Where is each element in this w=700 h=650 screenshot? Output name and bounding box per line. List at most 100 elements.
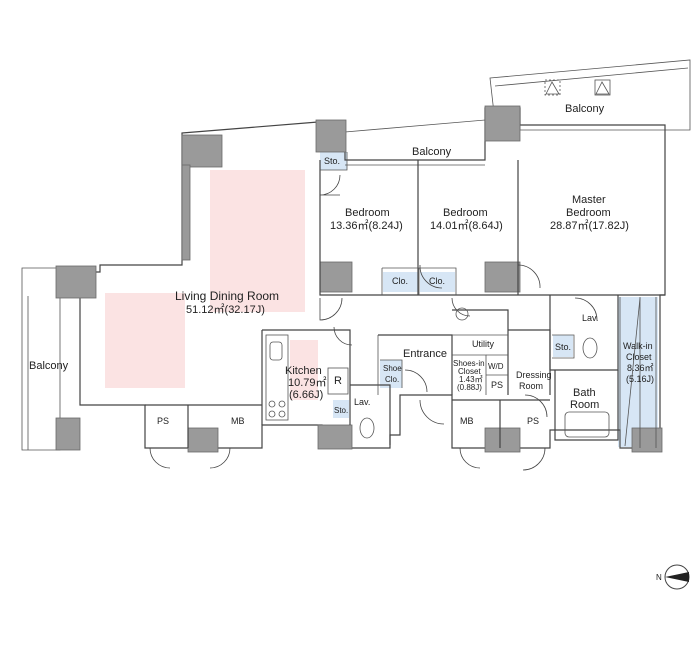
- stove-burner: [278, 400, 286, 408]
- clo1-label: Clo.: [392, 276, 408, 286]
- compass-label: N: [656, 573, 662, 582]
- ps-left-label: PS: [157, 416, 169, 426]
- kitchen-counter: [265, 334, 289, 421]
- door-swing: [319, 297, 343, 321]
- partition: [552, 334, 575, 359]
- balcony-top-right-label: Balcony: [565, 103, 605, 115]
- partition: [452, 309, 509, 395]
- column: [319, 261, 353, 293]
- skylight-triangle: [595, 81, 610, 95]
- door-swing: [404, 369, 428, 393]
- sto-kitchen-fill: [333, 400, 349, 418]
- column: [317, 424, 353, 450]
- bath-label-2: Room: [570, 399, 599, 411]
- master-bedroom-name-1: Master: [572, 194, 606, 206]
- stove-burner: [268, 400, 276, 408]
- partition: [320, 152, 348, 171]
- column: [484, 427, 521, 453]
- column: [315, 119, 347, 153]
- walkin-closet-fill: [618, 297, 658, 447]
- partition: [486, 354, 508, 376]
- shoe-clo-label-2: Clo.: [385, 375, 399, 384]
- living-dining-name: Living Dining Room: [175, 289, 279, 303]
- bedroom1-name: Bedroom: [345, 207, 390, 219]
- partition: [381, 267, 457, 295]
- door-swing: [419, 399, 445, 425]
- toilet: [582, 337, 598, 359]
- bedroom1-area: 13.36㎡(8.24J): [330, 219, 403, 232]
- column: [181, 134, 223, 168]
- walkin-label-4: (5.16J): [626, 374, 654, 384]
- balcony-left-label: Balcony: [29, 360, 69, 372]
- mb-left-label: MB: [231, 416, 245, 426]
- shoes-in-label-3: 1.43㎡: [459, 375, 483, 384]
- partition: [350, 384, 391, 445]
- dressing-label-1: Dressing: [516, 370, 552, 380]
- column: [631, 427, 663, 453]
- partition: [145, 404, 262, 448]
- living-highlight-upper: [210, 170, 305, 312]
- shoes-in-label-1: Shoes-in: [453, 359, 485, 368]
- bedroom2-name: Bedroom: [443, 207, 488, 219]
- entrance-label: Entrance: [403, 348, 447, 360]
- sto-kitchen-label: Sto.: [334, 406, 348, 415]
- shoe-clo-label-1: Shoe: [383, 364, 402, 373]
- door-swing: [333, 326, 353, 346]
- column: [484, 105, 521, 142]
- stove-burner: [268, 410, 276, 418]
- shoes-in-label-2: Closet: [458, 367, 481, 376]
- master-bedroom-area: 28.87㎡(17.82J): [550, 219, 629, 232]
- ps-center-label: PS: [491, 380, 503, 390]
- door-swing: [574, 297, 598, 321]
- clo2-label: Clo.: [429, 276, 445, 286]
- clo1-fill: [383, 272, 418, 292]
- shoes-in-label-4: (0.88J): [457, 383, 482, 392]
- fridge-label: R: [334, 375, 342, 387]
- compass: N: [656, 564, 690, 590]
- bath-label-1: Bath: [573, 387, 596, 399]
- column: [181, 164, 191, 261]
- walkin-label-3: 8.36㎡: [627, 363, 654, 373]
- walkin-label-2: Closet: [626, 352, 652, 362]
- door-swing: [419, 264, 443, 289]
- bathtub: [564, 411, 610, 438]
- door-swing: [459, 447, 546, 471]
- column: [484, 261, 521, 293]
- column: [55, 265, 97, 299]
- sto-bath-label: Sto.: [555, 342, 571, 352]
- dressing-label-2: Room: [519, 381, 543, 391]
- kitchen-area-2: (6.66J): [289, 389, 323, 401]
- partition: [554, 370, 619, 441]
- living-dining-area: 51.12㎡(32.17J): [186, 303, 265, 316]
- master-bedroom-name-2: Bedroom: [566, 207, 611, 219]
- sto-top-label: Sto.: [324, 156, 340, 166]
- skylight-marker: [544, 79, 561, 96]
- living-highlight-lower: [105, 293, 185, 388]
- kitchen-area-1: 10.79㎡: [288, 376, 327, 389]
- column: [55, 417, 81, 451]
- partition: [262, 329, 351, 425]
- door-swing: [517, 264, 541, 289]
- toilet: [359, 417, 375, 439]
- washer-icon: [455, 307, 469, 321]
- skylight-marker: [594, 79, 611, 96]
- ps-right-label: PS: [527, 416, 539, 426]
- compass-needle: [665, 572, 689, 582]
- column: [187, 427, 219, 453]
- partition: [549, 295, 619, 371]
- door-swing: [451, 297, 471, 317]
- clo2-fill: [420, 272, 455, 292]
- stove-burner: [278, 410, 286, 418]
- skylight-triangle: [545, 81, 560, 95]
- lav-master-label: Lav.: [582, 313, 598, 323]
- balcony-top-right-rail: [494, 67, 689, 87]
- kitchen-highlight: [290, 340, 318, 400]
- sink: [269, 341, 283, 361]
- door-swing: [149, 447, 231, 469]
- shoe-clo-fill: [380, 360, 402, 388]
- kitchen-name: Kitchen: [285, 365, 322, 377]
- partition: [619, 297, 657, 448]
- lav-entry-label: Lav.: [354, 397, 370, 407]
- door-swing: [524, 394, 548, 418]
